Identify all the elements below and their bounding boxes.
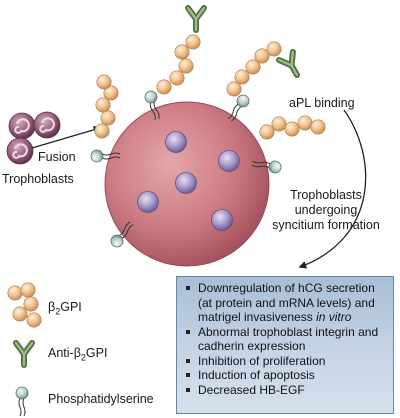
anti-b2gpi-antibody: [279, 52, 304, 79]
effect-item: Downregulation of hCG secretion (at prot…: [185, 281, 389, 325]
legend-sub: 2: [80, 352, 86, 363]
effect-text: Inhibition of proliferation: [198, 353, 326, 368]
apl-binding-label: aPL binding: [289, 96, 355, 110]
trophoblast-icon: [6, 137, 34, 165]
legend-text: β: [48, 300, 56, 314]
legend-text: GPI: [85, 346, 108, 360]
anti-b2gpi-icon: [16, 343, 32, 365]
anti-b2gpi-antibody: [188, 8, 204, 30]
fusion-arrow: [31, 126, 102, 149]
effect-item: Decreased HB-EGF: [185, 383, 389, 398]
effect-text: Downregulation of hCG secretion (at prot…: [198, 281, 375, 324]
effect-text: Decreased HB-EGF: [198, 382, 305, 397]
syncytium-label-line: Trophoblasts: [290, 188, 362, 202]
phosphatidylserine-icon: [15, 386, 29, 417]
legend-anti-b2gpi-label: Anti-β2GPI: [48, 346, 107, 366]
legend-text: GPI: [60, 300, 82, 314]
effects-list: Downregulation of hCG secretion (at prot…: [177, 277, 393, 397]
effects-box: Downregulation of hCG secretion (at prot…: [176, 276, 394, 414]
legend-sub: 2: [55, 306, 61, 317]
fusion-label: Fusion: [38, 150, 76, 164]
syncytium-label-line: undergoing: [294, 203, 358, 217]
nuclei: [137, 131, 240, 231]
syncytium-label-line: syncitium formation: [272, 218, 380, 232]
trophoblast-icon: [33, 111, 61, 139]
effect-item: Abnormal trophoblast integrin and cadher…: [185, 325, 389, 354]
effect-item: Induction of apoptosis: [185, 368, 389, 383]
effect-text: Induction of apoptosis: [198, 368, 315, 382]
trophoblast-icon: [8, 112, 36, 140]
legend-text: Anti-β: [48, 346, 81, 360]
trophoblasts-label: Trophoblasts: [2, 172, 74, 186]
b2gpi-icon: [7, 282, 42, 328]
syncytium-label: Trophoblasts undergoing syncitium format…: [268, 188, 384, 233]
legend-ps-label: Phosphatidylserine: [48, 392, 154, 406]
apl-binding-arrow: [298, 109, 367, 269]
effect-item: Inhibition of proliferation: [185, 354, 389, 369]
effect-italic: in vitro: [316, 310, 352, 324]
legend-b2gpi-label: β2GPI: [48, 300, 82, 320]
effect-text: Abnormal trophoblast integrin and cadher…: [198, 324, 379, 354]
